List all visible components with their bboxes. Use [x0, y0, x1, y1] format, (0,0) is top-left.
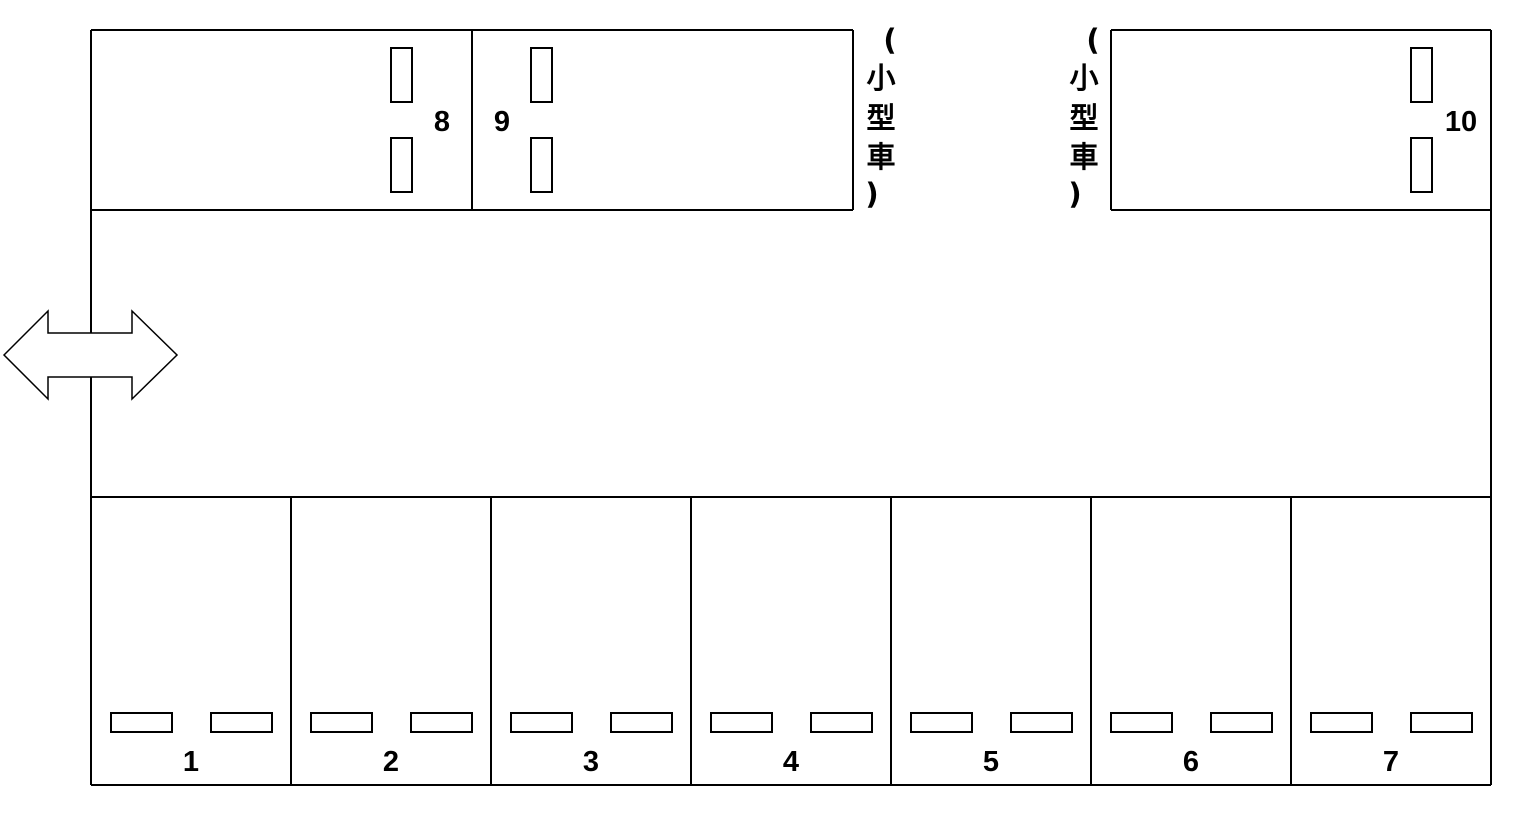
space-number-6: 6 — [1183, 746, 1199, 778]
svg-text:): ) — [1068, 177, 1081, 211]
svg-text:型: 型 — [866, 101, 895, 135]
small-car-label-left: ( 小 型 車 ) — [865, 23, 896, 211]
space-number-9: 9 — [494, 106, 510, 138]
double-headed-arrow-icon — [2, 309, 179, 401]
space-number-4: 4 — [783, 746, 799, 778]
svg-text:車: 車 — [866, 140, 895, 174]
svg-text:小: 小 — [1069, 61, 1098, 95]
top-parking-row: 8 9 10 — [91, 30, 1491, 211]
svg-text:(: ( — [1086, 23, 1099, 57]
space-number-10: 10 — [1445, 106, 1477, 138]
space-number-8: 8 — [434, 106, 450, 138]
svg-text:小: 小 — [866, 61, 895, 95]
bottom-parking-row: 1 2 3 4 5 6 7 — [91, 496, 1491, 785]
lot-boundary — [90, 29, 1492, 786]
space-number-2: 2 — [383, 746, 399, 778]
svg-text:型: 型 — [1069, 101, 1098, 135]
space-number-3: 3 — [583, 746, 599, 778]
svg-text:(: ( — [883, 23, 896, 57]
svg-text:): ) — [865, 177, 878, 211]
space-number-7: 7 — [1383, 746, 1399, 778]
svg-text:車: 車 — [1069, 140, 1098, 174]
small-car-label-right: ( 小 型 車 ) — [1068, 23, 1099, 211]
space-number-1: 1 — [183, 746, 199, 778]
space-number-5: 5 — [983, 746, 999, 778]
